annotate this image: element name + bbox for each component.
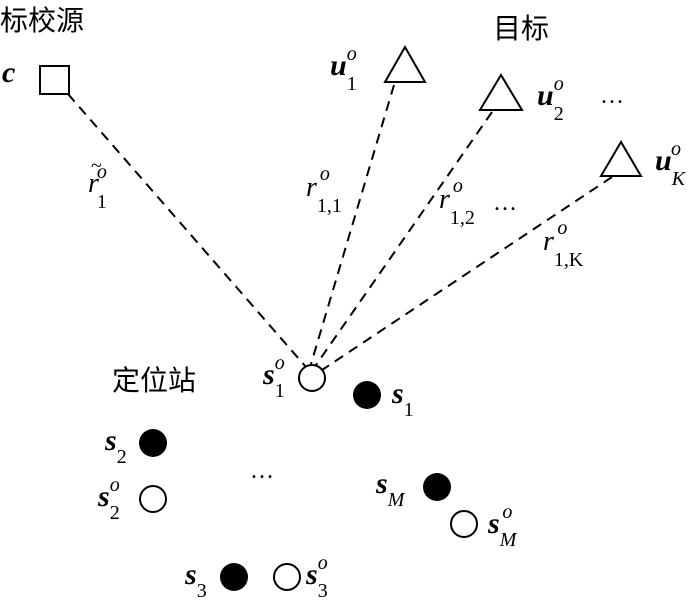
- station-measured-1: [353, 381, 381, 409]
- station-label-s3o: s3o: [305, 552, 328, 602]
- station-true-2: [139, 485, 167, 513]
- range-line-K: [321, 176, 613, 371]
- ranges-ellipsis: …: [493, 190, 517, 216]
- station-true-3: [273, 563, 301, 591]
- stations-ellipsis: …: [250, 458, 274, 484]
- station-label-sM: sM: [375, 467, 406, 511]
- range-label-1-1: r1,1o: [306, 163, 342, 217]
- target-label-K: uKo: [655, 138, 687, 190]
- targets-ellipsis: …: [600, 83, 624, 109]
- station-label-s2o: s2o: [97, 474, 120, 524]
- calibration-symbol: c: [2, 56, 15, 89]
- station-label-s3: s3: [184, 558, 207, 602]
- station-measured-M: [423, 473, 451, 501]
- calibration-range-line: [67, 93, 307, 368]
- range-label-1-2: r1,2o: [439, 175, 475, 229]
- heading-calibration-source: 标校源: [0, 4, 84, 37]
- station-label-s1: s1: [391, 377, 414, 421]
- target-label-2: u2o: [537, 73, 564, 125]
- station-label-s1o: s1o: [262, 352, 285, 402]
- target-triangle-2: [478, 73, 524, 111]
- tilde-mark: ~: [91, 155, 102, 177]
- station-measured-3: [220, 563, 248, 591]
- heading-targets: 目标: [493, 12, 549, 45]
- station-label-sMo: sMo: [487, 501, 518, 551]
- station-true-M: [450, 510, 478, 538]
- station-label-s2: s2: [104, 424, 127, 468]
- target-triangle-1: [383, 44, 427, 83]
- target-triangle-K: [599, 140, 643, 177]
- target-label-1: u1o: [330, 43, 357, 95]
- range-line-1: [310, 84, 395, 365]
- station-measured-2: [139, 429, 167, 457]
- range-label-1-K: r1,Ko: [543, 217, 584, 271]
- range-line-2: [315, 111, 493, 366]
- station-true-1: [298, 364, 326, 392]
- heading-stations: 定位站: [112, 364, 196, 397]
- calibration-source-square: [39, 65, 70, 95]
